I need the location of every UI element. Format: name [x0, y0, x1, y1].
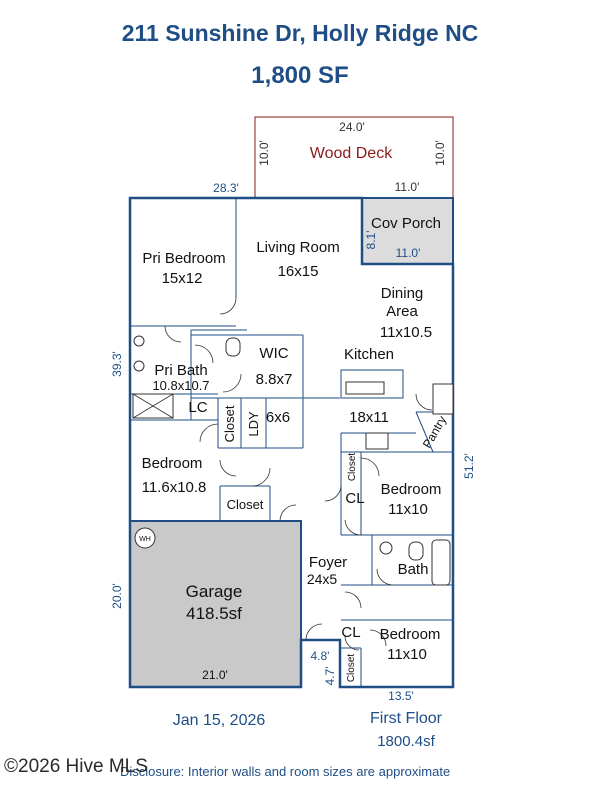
- pantry-wall: [415, 411, 434, 453]
- bedroom3-size: 11x10: [388, 501, 428, 518]
- living-room-label: Living Room: [256, 239, 339, 256]
- page-title: 211 Sunshine Dr, Holly Ridge NC: [121, 20, 479, 46]
- bathtub-icon: [431, 539, 451, 586]
- dim-left-top: 39.3': [110, 351, 124, 377]
- interior-walls: [130, 198, 453, 687]
- bedroom2-size: 11.6x10.8: [142, 479, 207, 496]
- bedroom3-label: Bedroom: [381, 481, 442, 498]
- refrigerator-icon: [432, 383, 454, 415]
- floor-area: 1800.4sf: [377, 733, 435, 750]
- closet-cl-label: CL: [341, 624, 360, 641]
- pri-bath-label: Pri Bath: [154, 362, 207, 379]
- dim-garage-bottom: 21.0': [202, 668, 228, 682]
- water-heater-icon: [134, 527, 156, 549]
- deck-dim-left: 10.0': [257, 140, 271, 166]
- dining-label-2: Area: [386, 303, 418, 320]
- stove-icon: [365, 432, 389, 450]
- dim-top-left: 28.3': [213, 181, 239, 195]
- pri-bath-size: 10.8x10.7: [152, 378, 209, 393]
- bath-label: Bath: [398, 561, 429, 578]
- deck-dim-top: 24.0': [339, 120, 365, 134]
- dim-bottom-right: 13.5': [388, 689, 414, 703]
- wic-label: WIC: [259, 345, 288, 362]
- dim-garage-left: 20.0': [110, 583, 124, 609]
- dim-entry-width: 4.8': [311, 649, 330, 663]
- dim-right: 51.2': [462, 453, 476, 479]
- toilet-icon: [225, 337, 241, 357]
- disclosure-text: Disclosure: Interior walls and room size…: [120, 764, 450, 779]
- kitchen-size: 18x11: [349, 409, 389, 426]
- door-swings: [164, 297, 433, 651]
- plan-date: Jan 15, 2026: [173, 712, 266, 729]
- linen-closet-label: LC: [188, 399, 207, 416]
- foyer-label: Foyer: [309, 554, 347, 571]
- dim-entry-height: 4.7': [323, 667, 337, 686]
- deck-dim-bottom: 11.0': [395, 180, 420, 194]
- closet-label: Closet: [222, 405, 237, 442]
- wic-size: 8.8x7: [256, 371, 293, 388]
- closet-label: Closet: [346, 654, 357, 683]
- water-heater-label: WH: [139, 536, 151, 543]
- dining-label-1: Dining: [381, 285, 424, 302]
- floor-label: First Floor: [370, 710, 443, 727]
- laundry-label: LDY: [246, 411, 261, 437]
- closet-cl-label: CL: [345, 490, 364, 507]
- sink-icon: [133, 335, 145, 347]
- bedroom4-size: 11x10: [387, 646, 427, 663]
- pri-bedroom-size: 15x12: [162, 270, 203, 287]
- garage: [129, 520, 302, 688]
- garage-size: 418.5sf: [186, 604, 242, 623]
- dining-size: 11x10.5: [380, 324, 432, 341]
- porch-label: Cov Porch: [371, 215, 441, 232]
- laundry-size: 6x6: [266, 409, 290, 426]
- sink-icon: [379, 541, 393, 555]
- bedroom2-label: Bedroom: [142, 455, 203, 472]
- kitchen-label: Kitchen: [344, 346, 394, 363]
- square-footage: 1,800 SF: [251, 62, 349, 89]
- living-room-size: 16x15: [278, 263, 319, 280]
- exterior-walls: [128, 196, 455, 689]
- closet-label: Closet: [347, 453, 358, 482]
- foyer-size: 24x5: [307, 571, 338, 587]
- pri-bedroom-label: Pri Bedroom: [142, 250, 225, 267]
- garage-label: Garage: [186, 582, 243, 601]
- porch-dim-bottom: 11.0': [396, 246, 421, 260]
- kitchen-sink-icon: [345, 381, 385, 395]
- closet-label: Closet: [227, 497, 264, 512]
- deck-dim-right: 10.0': [433, 140, 447, 166]
- bedroom4-label: Bedroom: [380, 626, 441, 643]
- porch-dim-side: 8.1': [364, 231, 378, 250]
- deck-label: Wood Deck: [310, 145, 393, 162]
- sink-icon: [133, 360, 145, 372]
- toilet-icon: [408, 541, 424, 561]
- watermark: ©2026 Hive MLS: [4, 756, 148, 777]
